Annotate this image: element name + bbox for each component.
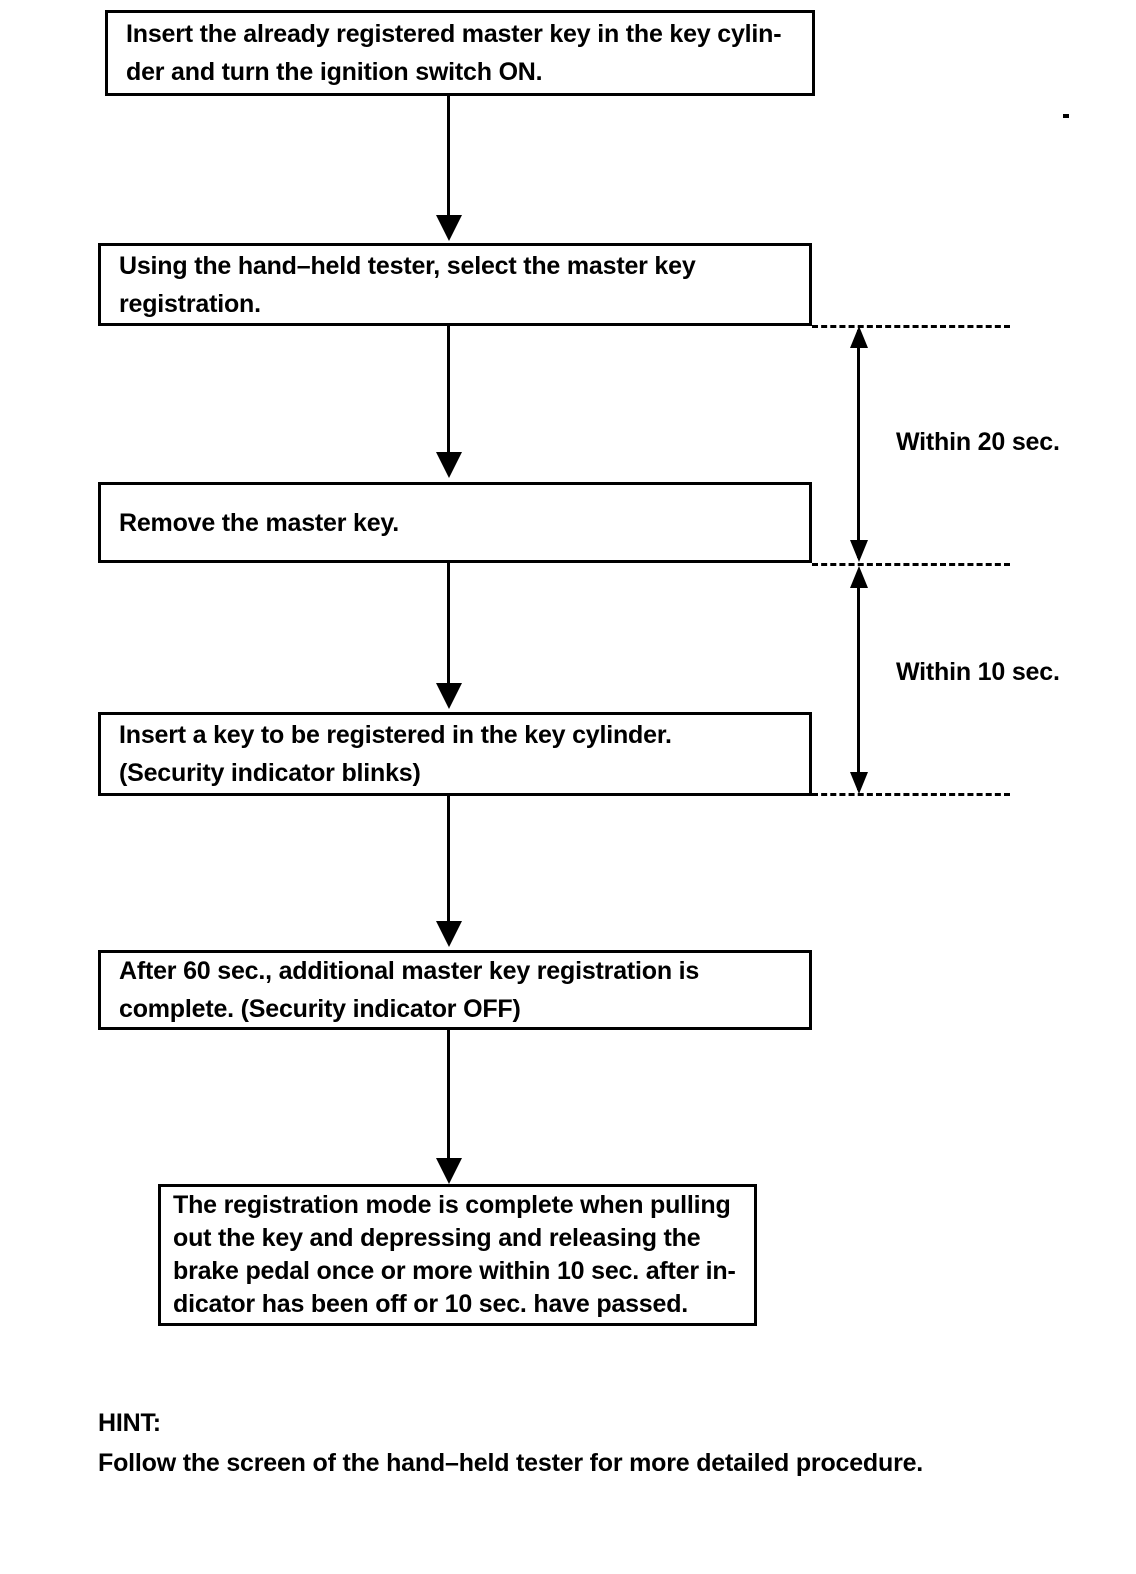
step-2-line-1: Using the hand–held tester, select the m… bbox=[119, 251, 696, 280]
arrowhead-step4-step5 bbox=[436, 921, 462, 947]
step-5-line-1: After 60 sec., additional master key reg… bbox=[119, 957, 700, 985]
timing-20-arrow-up-icon bbox=[850, 326, 868, 348]
step-4-line-2: (Security indicator blinks) bbox=[119, 759, 421, 787]
connector-step4-step5 bbox=[447, 796, 450, 923]
flowchart-node-step-4: Insert a key to be registered in the key… bbox=[98, 712, 812, 796]
hint-block: HINT: Follow the screen of the hand–held… bbox=[98, 1403, 923, 1483]
flowchart-node-step-1: Insert the already registered master key… bbox=[105, 10, 815, 96]
flowchart-node-step-3: Remove the master key. bbox=[98, 482, 812, 563]
timing-dashline-bottom bbox=[812, 793, 1010, 796]
timing-10-label: Within 10 sec. bbox=[896, 658, 1060, 686]
timing-20-arrow-down-icon bbox=[850, 540, 868, 562]
scan-artifact-speck bbox=[1063, 114, 1069, 118]
timing-10-dimension-line bbox=[857, 572, 860, 790]
step-6-line-2: out the key and depressing and releasing… bbox=[173, 1224, 701, 1252]
flowchart-node-step-2: Using the hand–held tester, select the m… bbox=[98, 243, 812, 326]
timing-dashline-middle bbox=[812, 563, 1010, 566]
timing-10-arrow-down-icon bbox=[850, 772, 868, 794]
step-1-line-1: Insert the already registered master key… bbox=[126, 20, 782, 48]
hint-heading: HINT: bbox=[98, 1409, 161, 1437]
connector-step5-step6 bbox=[447, 1030, 450, 1160]
connector-step1-step2 bbox=[447, 96, 450, 218]
connector-step3-step4 bbox=[447, 563, 450, 685]
step-1-line-2: der and turn the ignition switch ON. bbox=[126, 58, 543, 86]
step-6-line-3: brake pedal once or more within 10 sec. … bbox=[173, 1257, 736, 1285]
step-5-line-2: complete. (Security indicator OFF) bbox=[119, 995, 521, 1023]
hint-text: Follow the screen of the hand–held teste… bbox=[98, 1449, 924, 1477]
timing-10-arrow-up-icon bbox=[850, 566, 868, 588]
step-6-line-1: The registration mode is complete when p… bbox=[173, 1191, 731, 1219]
connector-step2-step3 bbox=[447, 326, 450, 454]
flowchart-node-step-6: The registration mode is complete when p… bbox=[158, 1184, 757, 1326]
timing-20-dimension-line bbox=[857, 330, 860, 558]
step-2-line-2: registration. bbox=[119, 289, 261, 318]
arrowhead-step3-step4 bbox=[436, 683, 462, 709]
arrowhead-step5-step6 bbox=[436, 1158, 462, 1184]
step-6-line-4: dicator has been off or 10 sec. have pas… bbox=[173, 1290, 689, 1318]
step-3-line-1: Remove the master key. bbox=[119, 508, 399, 537]
timing-dashline-top bbox=[812, 325, 1010, 328]
flowchart-node-step-5: After 60 sec., additional master key reg… bbox=[98, 950, 812, 1030]
arrowhead-step2-step3 bbox=[436, 452, 462, 478]
timing-20-label: Within 20 sec. bbox=[896, 428, 1060, 456]
step-4-line-1: Insert a key to be registered in the key… bbox=[119, 721, 672, 749]
arrowhead-step1-step2 bbox=[436, 215, 462, 241]
